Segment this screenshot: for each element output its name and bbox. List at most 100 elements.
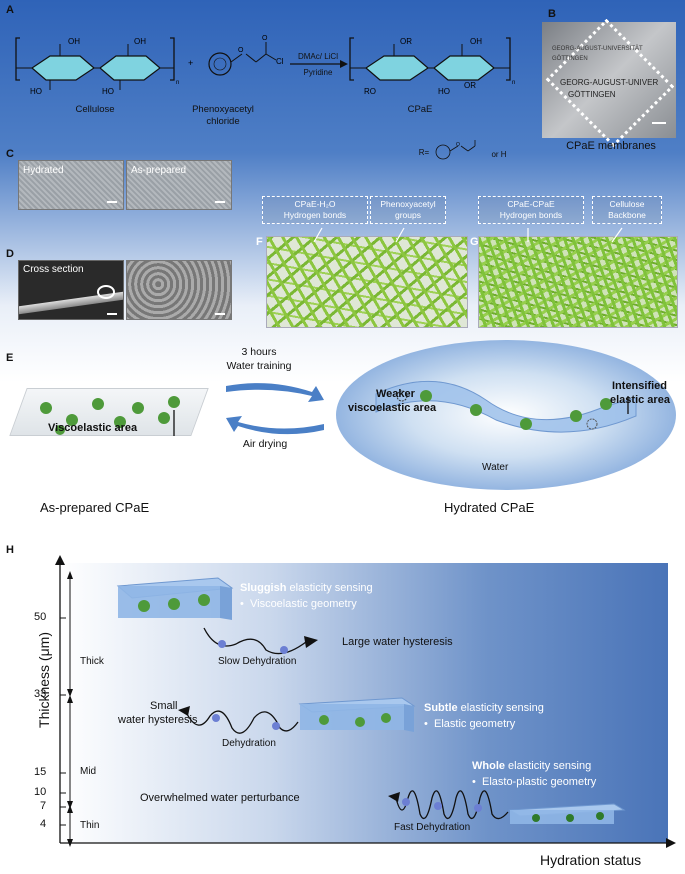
whole-title: Whole elasticity sensing <box>472 760 591 772</box>
r-definition: R= <box>418 148 430 157</box>
sluggish-sub: Viscoelastic geometry <box>249 598 357 610</box>
weaker-line2: viscoelastic area <box>348 402 437 414</box>
r-or-h: or H <box>491 150 507 159</box>
small-hysteresis-line2: water hysteresis <box>118 714 198 726</box>
svg-text:HO: HO <box>438 87 450 96</box>
whole-bold: Whole <box>472 760 505 772</box>
box-arrows <box>313 227 623 243</box>
panel-label-g: G <box>470 236 479 248</box>
intensified-line1: Intensified <box>612 380 668 392</box>
membrane-photo: GEORG-AUGUST-UNIVERSITÄT GÖTTINGEN GEORG… <box>542 18 676 148</box>
svg-text:OR: OR <box>400 37 412 46</box>
panel-label-f: F <box>256 236 263 248</box>
box-cellulose-backbone-line1: Cellulose <box>609 199 645 209</box>
whole-sub: Elasto-plastic geometry <box>481 776 597 788</box>
dehydration-wave <box>178 706 299 734</box>
overwhelmed-label: Overwhelmed water perturbance <box>140 792 300 804</box>
svg-text:OH: OH <box>470 37 482 46</box>
panel-label-b: B <box>548 8 556 20</box>
reagent-label-2: chloride <box>206 116 240 127</box>
scale-bar <box>652 122 666 124</box>
membrane-text-2: GÖTTINGEN <box>552 56 588 62</box>
bullet: • <box>472 776 476 788</box>
box-cpae-h2o: CPaE-H₂O Hydrogen bonds <box>262 196 368 224</box>
sluggish-rest: elasticity sensing <box>286 582 373 594</box>
panel-label-d: D <box>6 248 14 260</box>
hydrated-caption: Hydrated CPaE <box>444 500 535 515</box>
fast-dehydration-wave <box>388 790 509 820</box>
sem-as-prepared: As-prepared <box>126 160 232 210</box>
membrane-caption: CPaE membranes <box>566 140 656 152</box>
svg-text:OH: OH <box>134 37 146 46</box>
sluggish-subtitle: • Viscoelastic geometry <box>240 598 357 610</box>
panel-label-a: A <box>6 4 14 16</box>
subtle-title: Subtle elasticity sensing <box>424 702 544 714</box>
slow-dehydration-wave <box>203 627 318 655</box>
membrane-text-1: GEORG-AUGUST-UNIVERSITÄT <box>552 46 643 52</box>
svg-text:HO: HO <box>30 87 42 96</box>
box-cpae-h2o-line2: Hydrogen bonds <box>283 210 347 220</box>
x-axis-label: Hydration status <box>540 852 642 868</box>
oh-label: OH <box>68 37 80 46</box>
small-hysteresis-line1: Small <box>150 700 178 712</box>
network-image-g <box>478 236 678 328</box>
thin-film <box>508 803 626 824</box>
scale-bar <box>107 201 117 203</box>
as-prepared-caption: As-prepared CPaE <box>40 500 150 515</box>
intensified-line2: elastic area <box>610 394 670 406</box>
sem-hydrated: Hydrated <box>18 160 124 210</box>
hydrated-membrane <box>375 380 637 433</box>
tick-10: 10 <box>34 786 47 798</box>
training-line2: Water training <box>226 360 292 372</box>
range-mid: Mid <box>80 766 97 777</box>
box-phenoxyacetyl: Phenoxyacetyl groups <box>370 196 446 224</box>
range-thick: Thick <box>80 656 104 667</box>
box-cellulose-backbone-line2: Backbone <box>608 210 646 220</box>
sem-cross-section: Cross section <box>18 260 124 320</box>
box-cpae-cpae: CPaE-CPaE Hydrogen bonds <box>478 196 584 224</box>
membrane-text-3: GEORG-AUGUST-UNIVER <box>560 78 659 87</box>
training-line1: 3 hours <box>241 346 277 358</box>
tick-7: 7 <box>40 800 47 812</box>
air-drying-label: Air drying <box>242 438 288 450</box>
box-phenoxyacetyl-line1: Phenoxyacetyl <box>380 199 436 209</box>
panel-label-e: E <box>6 352 14 364</box>
as-prepared-spheres <box>40 396 180 436</box>
large-hysteresis-label: Large water hysteresis <box>342 636 453 648</box>
reagent-label-1: Phenoxyacetyl <box>192 104 254 115</box>
conditions-top: DMAc/ LiCl <box>297 52 338 61</box>
sluggish-title: Sluggish elasticity sensing <box>240 582 373 594</box>
scale-bar <box>107 313 117 315</box>
tick-15: 15 <box>34 766 47 778</box>
sem-as-prepared-label: As-prepared <box>131 165 187 176</box>
box-cpae-h2o-line1: CPaE-H₂O <box>294 199 336 209</box>
tick-33: 33 <box>34 688 47 700</box>
sluggish-bold: Sluggish <box>240 582 287 594</box>
whole-subtitle: • Elasto-plastic geometry <box>472 776 596 788</box>
svg-text:+: + <box>188 58 193 68</box>
panel-label-c: C <box>6 148 14 160</box>
cycle-arrows <box>226 383 324 435</box>
zoom-circle <box>97 285 115 299</box>
cross-section-label: Cross section <box>23 264 84 275</box>
svg-text:O: O <box>262 35 268 42</box>
sem-hydrated-label: Hydrated <box>23 165 64 176</box>
scale-bar <box>215 313 225 315</box>
box-cpae-cpae-line1: CPaE-CPaE <box>507 199 555 209</box>
range-thin: Thin <box>80 820 100 831</box>
subtle-rest: elasticity sensing <box>457 702 544 714</box>
tick-50: 50 <box>34 611 47 623</box>
subtle-subtitle: • Elastic geometry <box>424 718 515 730</box>
product-label: CPaE <box>407 104 433 115</box>
svg-text:RO: RO <box>364 87 376 96</box>
svg-text:O: O <box>456 142 460 148</box>
dehydration-label: Dehydration <box>222 738 276 749</box>
slow-dehydration-label: Slow Dehydration <box>218 656 297 667</box>
fast-dehydration-label: Fast Dehydration <box>394 822 471 833</box>
tick-4: 4 <box>40 818 47 830</box>
sem-cross-section-zoom <box>126 260 232 320</box>
svg-text:HO: HO <box>102 87 114 96</box>
bullet: • <box>240 598 244 610</box>
bullet: • <box>424 718 428 730</box>
thick-film <box>116 577 234 620</box>
